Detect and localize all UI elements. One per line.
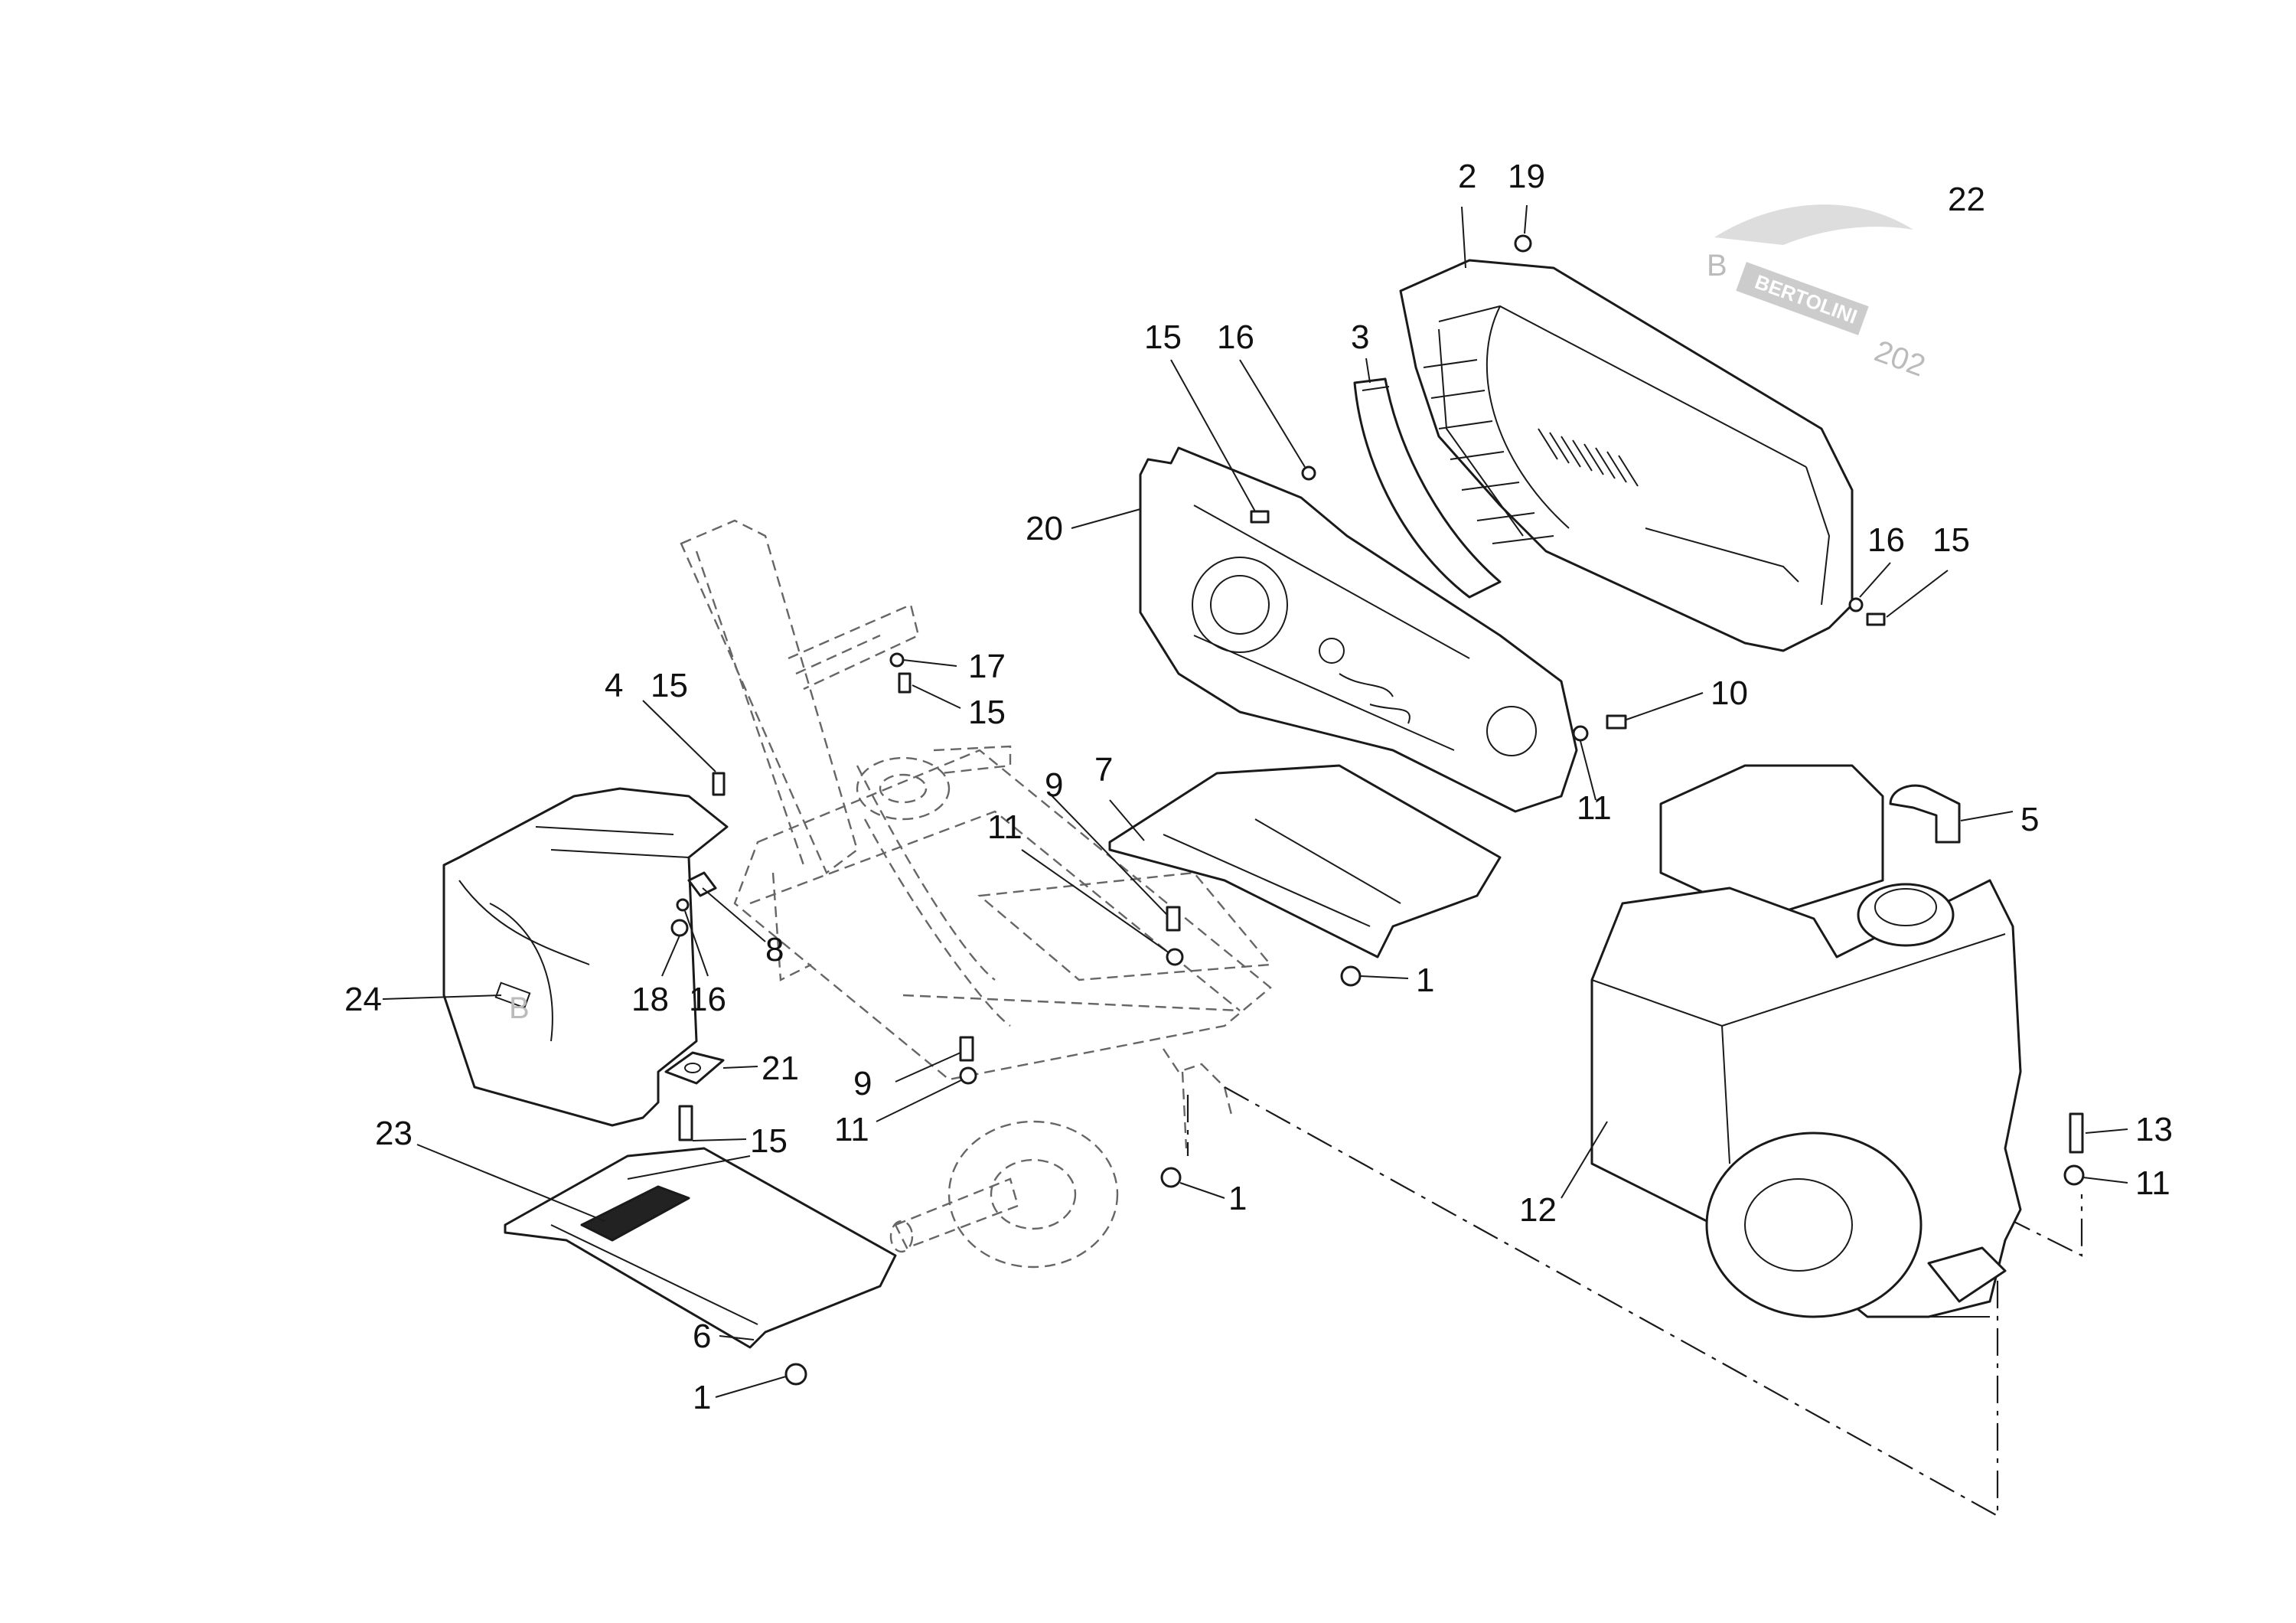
leader-lines	[382, 204, 2128, 1398]
callout-part-1: 1	[1416, 962, 1434, 999]
screw-9-a	[1166, 906, 1181, 932]
cover-ribs	[1423, 359, 1554, 544]
nut-1-a	[1340, 965, 1362, 987]
part-21-nut-plate	[664, 1051, 725, 1085]
part-5-hose	[1889, 784, 1961, 844]
callout-part-4: 4	[605, 667, 623, 704]
callout-part-9: 9	[1045, 766, 1063, 804]
washer-11-b	[1166, 948, 1184, 966]
washer-11-a	[1572, 725, 1589, 742]
callout-part-10: 10	[1711, 674, 1748, 712]
callout-part-11: 11	[1577, 789, 1612, 827]
callout-part-20: 20	[1026, 510, 1063, 547]
callout-part-15: 15	[1932, 521, 1970, 559]
callout-part-15: 15	[968, 694, 1006, 731]
screw-15-d	[712, 772, 726, 796]
decal-mark: B	[1707, 249, 1727, 282]
callout-part-15: 15	[1144, 318, 1182, 356]
callout-part-11: 11	[987, 808, 1022, 846]
bracket-8	[687, 871, 717, 897]
spring-17	[889, 652, 905, 668]
washer-11-c	[959, 1066, 977, 1085]
callout-part-21: 21	[762, 1050, 799, 1087]
screw-15-a	[1250, 510, 1270, 524]
part-3-guard-strip	[1353, 377, 1502, 599]
part-4-side-guard: B	[442, 787, 729, 1127]
callout-part-23: 23	[375, 1115, 413, 1152]
callout-part-9: 9	[853, 1065, 872, 1102]
callout-part-11: 11	[2135, 1164, 2170, 1202]
callout-labels: 2 19 22 15 16 3 20 16 15 17 15 10 11 4 1…	[344, 158, 2173, 1416]
part-22-decal: B BERTOLINI 202	[1707, 204, 1929, 384]
screw-15-c	[898, 672, 912, 694]
callout-part-18: 18	[631, 981, 669, 1018]
screw-15-b	[1866, 612, 1886, 626]
washer-16-b	[1848, 597, 1864, 612]
guard-logo-mark: B	[509, 991, 530, 1025]
callout-part-19: 19	[1508, 158, 1545, 195]
callout-part-12: 12	[1519, 1191, 1557, 1229]
callout-part-13: 13	[2135, 1111, 2173, 1148]
screw-13	[2069, 1112, 2084, 1154]
callout-part-8: 8	[765, 931, 784, 968]
callout-part-3: 3	[1351, 318, 1369, 356]
callout-part-17: 17	[968, 648, 1006, 685]
part-2-belt-cover	[1399, 259, 1854, 652]
part-12-engine	[1590, 764, 2022, 1318]
callout-part-6: 6	[693, 1318, 711, 1355]
nut-1-b	[1160, 1167, 1182, 1188]
screw-9-b	[959, 1036, 974, 1062]
part-7-skid-plate	[1108, 764, 1502, 958]
alignment-lines	[1186, 1086, 2083, 1517]
callout-part-1: 1	[1228, 1180, 1247, 1217]
callout-part-16: 16	[689, 981, 726, 1018]
part-6-skid-plate	[504, 1147, 897, 1349]
callout-part-16: 16	[1217, 318, 1254, 356]
callout-part-2: 2	[1458, 158, 1476, 195]
callout-part-24: 24	[344, 981, 382, 1018]
callout-part-1: 1	[693, 1379, 711, 1416]
callout-part-16: 16	[1867, 521, 1905, 559]
callout-part-15: 15	[651, 667, 688, 704]
cover-vents	[1538, 428, 1639, 487]
nut-1-c	[784, 1363, 807, 1386]
callout-part-15: 15	[750, 1122, 788, 1160]
screw-10	[1606, 714, 1627, 730]
screw-15-e	[678, 1105, 693, 1141]
part-19-plug	[1514, 234, 1532, 253]
tiller-frame-ghost	[680, 519, 1273, 1269]
decal-model-number: 202	[1870, 335, 1930, 384]
callout-part-5: 5	[2020, 801, 2039, 838]
callout-part-11: 11	[834, 1111, 869, 1148]
part-20-inner-plate	[1139, 446, 1578, 813]
callout-part-22: 22	[1948, 181, 1985, 218]
washer-11-d	[2063, 1164, 2085, 1186]
washer-16-c	[676, 898, 690, 912]
nut-18	[670, 919, 689, 937]
callout-part-7: 7	[1094, 751, 1113, 789]
washer-16-a	[1301, 465, 1316, 481]
